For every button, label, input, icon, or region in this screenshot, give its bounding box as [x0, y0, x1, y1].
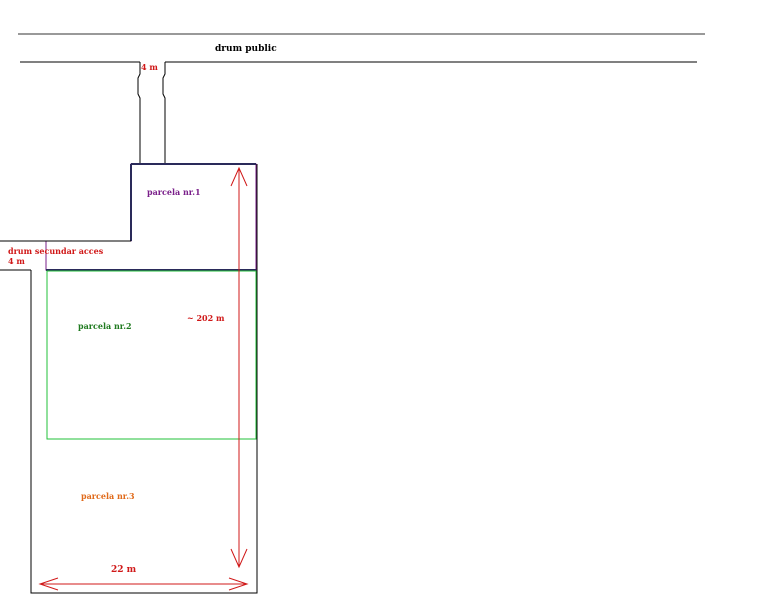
width-label: 22 m	[111, 565, 137, 575]
parcel-2-boundary	[46, 270, 257, 440]
parcel-1-label: parcela nr.1	[147, 187, 201, 197]
length-label: ~ 202 m	[187, 313, 225, 323]
secondary-road-width-label: 4 m	[8, 256, 25, 266]
parcel-3-label: parcela nr.3	[81, 491, 135, 501]
road-public-label: drum public	[215, 44, 277, 54]
access-lane-right-edge	[162, 62, 166, 164]
access-lane-left-edge	[137, 62, 141, 164]
property-outer-boundary	[30, 164, 258, 594]
secondary-road-label: drum secundar acces	[8, 246, 104, 256]
access-width-label: 4 m	[141, 62, 158, 72]
parcel-2-label: parcela nr.2	[78, 321, 132, 331]
width-dimension-arrow	[38, 577, 249, 591]
length-dimension-arrow	[230, 166, 248, 569]
